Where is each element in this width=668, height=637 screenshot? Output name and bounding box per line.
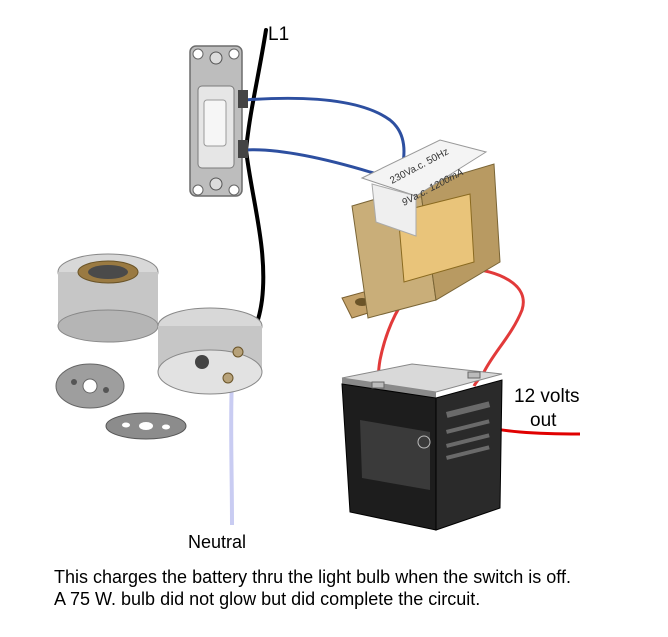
neutral-wire	[229, 379, 234, 526]
caption-line-2: A 75 W. bulb did not glow but did comple…	[54, 589, 481, 609]
battery	[341, 363, 503, 531]
output-voltage-label-line1: 12 volts	[514, 386, 580, 407]
mounting-plate	[55, 363, 125, 409]
output-voltage-label-line2: out	[530, 410, 557, 431]
wall-switch	[189, 45, 248, 197]
caption: This charges the battery thru the light …	[54, 566, 571, 610]
transformer: 230Va.c. 50Hz 9Va.c. 1200mA	[341, 139, 501, 319]
switch-wire-lower	[243, 148, 390, 187]
caption-line-1: This charges the battery thru the light …	[54, 567, 571, 587]
lamp-socket-cover	[57, 253, 159, 343]
gasket-washer	[105, 412, 187, 440]
switch-wire-upper	[243, 96, 406, 169]
secondary-wire-right	[461, 266, 525, 387]
neutral-label: Neutral	[188, 532, 247, 552]
line-l1-label: L1	[268, 24, 290, 45]
lamp-socket-base	[157, 307, 263, 395]
